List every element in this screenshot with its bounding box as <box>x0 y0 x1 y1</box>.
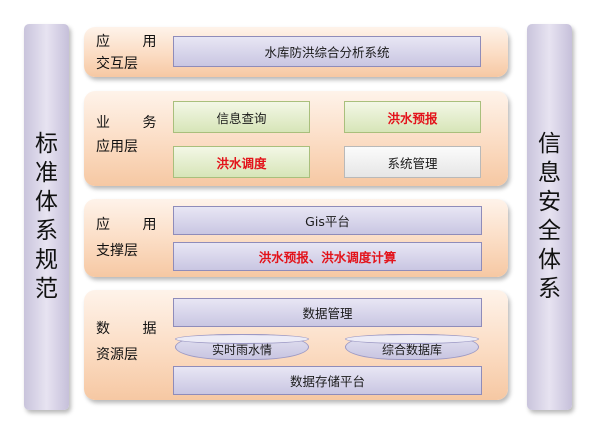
security-system-label: 信息安全体系 <box>538 131 561 302</box>
business-layer-label: 业 务 应用层 <box>96 115 171 155</box>
gis-platform-box: Gis平台 <box>173 206 482 235</box>
support-layer-label: 应 用 支撑层 <box>96 217 171 259</box>
interaction-layer: 应 用 交互层 水库防洪综合分析系统 <box>84 27 508 77</box>
data-management-box: 数据管理 <box>173 298 482 327</box>
system-management-box: 系统管理 <box>344 146 481 178</box>
realtime-rain-water-database: 实时雨水情 <box>175 334 309 360</box>
standards-system-bar: 标准体系规范 <box>24 24 69 410</box>
flood-dispatch-box: 洪水调度 <box>173 146 310 178</box>
data-storage-platform-box: 数据存储平台 <box>173 366 482 395</box>
standards-system-label: 标准体系规范 <box>35 131 58 302</box>
data-layer-label: 数 据 资源层 <box>96 321 171 363</box>
interaction-layer-label: 应 用 交互层 <box>96 34 171 72</box>
data-layer: 数 据 资源层 数据管理 实时雨水情 综合数据库 数据存储平台 <box>84 290 508 400</box>
flood-forecast-box: 洪水预报 <box>344 101 481 133</box>
security-system-bar: 信息安全体系 <box>527 24 572 410</box>
forecast-dispatch-computation-box: 洪水预报、洪水调度计算 <box>173 242 482 271</box>
business-layer: 业 务 应用层 信息查询 洪水预报 洪水调度 系统管理 <box>84 91 508 186</box>
comprehensive-database: 综合数据库 <box>345 334 479 360</box>
flood-analysis-system-box: 水库防洪综合分析系统 <box>173 36 481 67</box>
support-layer: 应 用 支撑层 Gis平台 洪水预报、洪水调度计算 <box>84 199 508 277</box>
info-query-box: 信息查询 <box>173 101 310 133</box>
